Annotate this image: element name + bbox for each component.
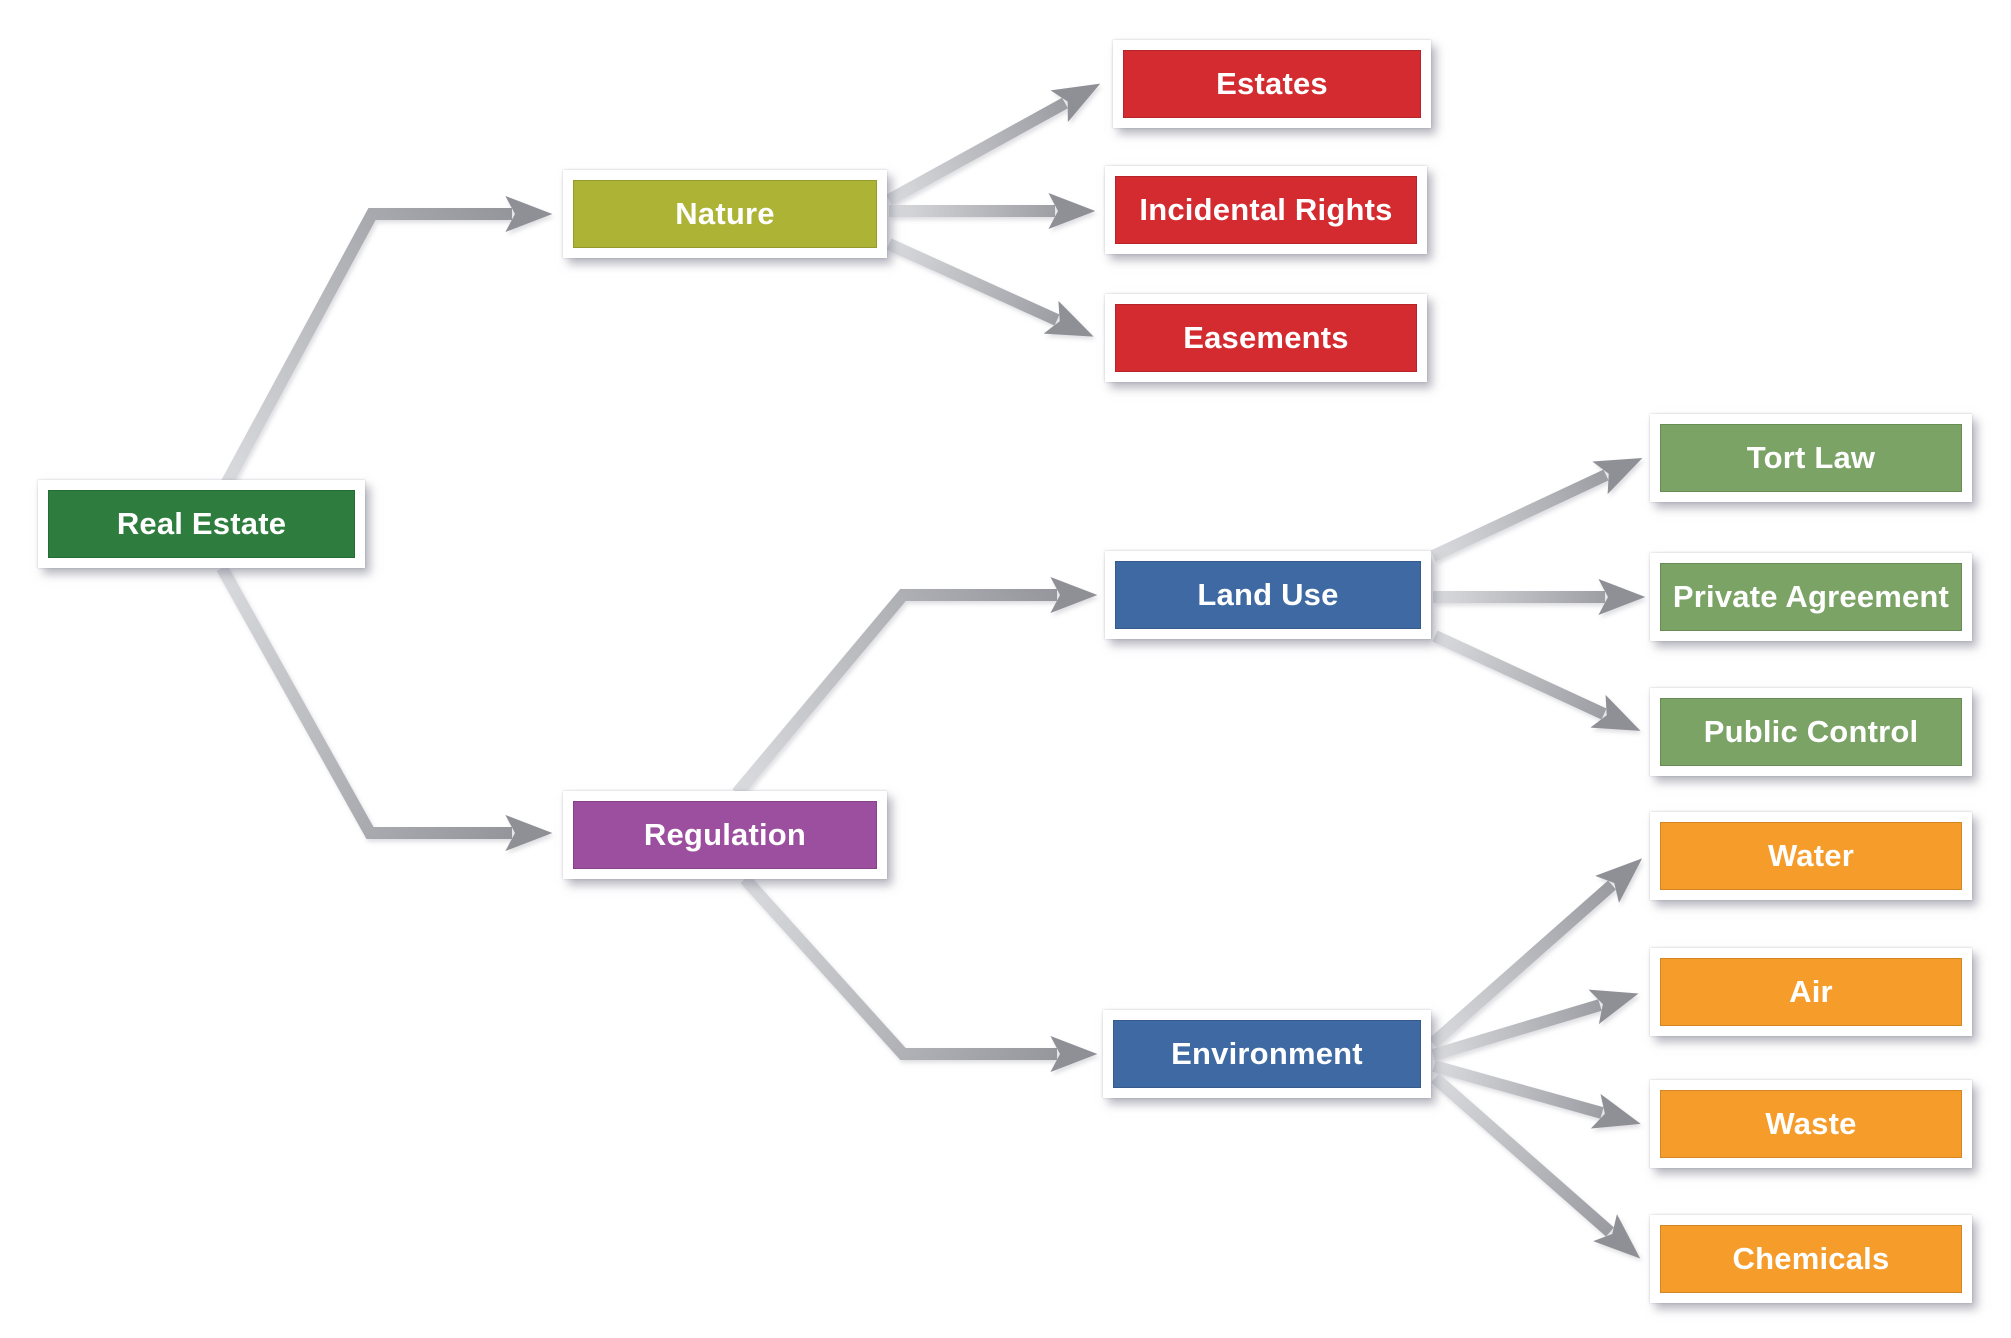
node-label-easements: Easements xyxy=(1183,320,1349,355)
node-tort-law: Tort Law xyxy=(1650,414,1972,502)
node-label-private-agreement: Private Agreement xyxy=(1672,579,1950,614)
arrow-real-estate-to-regulation xyxy=(216,565,553,851)
node-nature: Nature xyxy=(563,170,887,258)
node-water: Water xyxy=(1650,812,1972,900)
node-chemicals: Chemicals xyxy=(1650,1215,1972,1303)
node-label-incidental-rights: Incidental Rights xyxy=(1139,192,1393,227)
node-label-real-estate: Real Estate xyxy=(116,506,287,541)
arrow-land-use-to-public-control xyxy=(1432,630,1641,731)
arrow-environment-to-waste xyxy=(1432,1060,1641,1129)
node-environment: Environment xyxy=(1103,1010,1431,1098)
node-regulation: Regulation xyxy=(563,791,887,879)
arrow-regulation-to-land-use xyxy=(732,577,1098,797)
node-label-tort-law: Tort Law xyxy=(1746,440,1876,475)
node-incidental-rights: Incidental Rights xyxy=(1105,166,1427,254)
node-label-water: Water xyxy=(1768,838,1854,873)
node-public-control: Public Control xyxy=(1650,688,1972,776)
node-estates: Estates xyxy=(1113,40,1431,128)
node-label-public-control: Public Control xyxy=(1703,714,1919,749)
node-easements: Easements xyxy=(1105,294,1427,382)
node-air: Air xyxy=(1650,948,1972,1036)
node-label-estates: Estates xyxy=(1216,66,1328,101)
node-label-nature: Nature xyxy=(675,196,775,231)
node-waste: Waste xyxy=(1650,1080,1972,1168)
arrow-nature-to-easements xyxy=(886,238,1094,337)
arrow-real-estate-to-nature xyxy=(219,196,553,489)
node-label-chemicals: Chemicals xyxy=(1732,1241,1890,1276)
node-label-regulation: Regulation xyxy=(643,817,807,852)
node-label-waste: Waste xyxy=(1765,1106,1857,1141)
arrow-environment-to-water xyxy=(1429,858,1643,1048)
node-label-air: Air xyxy=(1789,974,1833,1009)
arrow-environment-to-air xyxy=(1431,989,1639,1061)
node-land-use: Land Use xyxy=(1105,551,1431,639)
arrow-environment-to-chemicals xyxy=(1431,1073,1641,1259)
arrow-nature-to-estates xyxy=(886,83,1101,206)
node-label-land-use: Land Use xyxy=(1197,577,1339,612)
node-real-estate: Real Estate xyxy=(38,480,365,568)
arrow-regulation-to-environment xyxy=(740,874,1098,1072)
arrow-land-use-to-tort-law xyxy=(1430,457,1643,562)
node-label-environment: Environment xyxy=(1171,1036,1363,1071)
node-private-agreement: Private Agreement xyxy=(1650,553,1972,641)
